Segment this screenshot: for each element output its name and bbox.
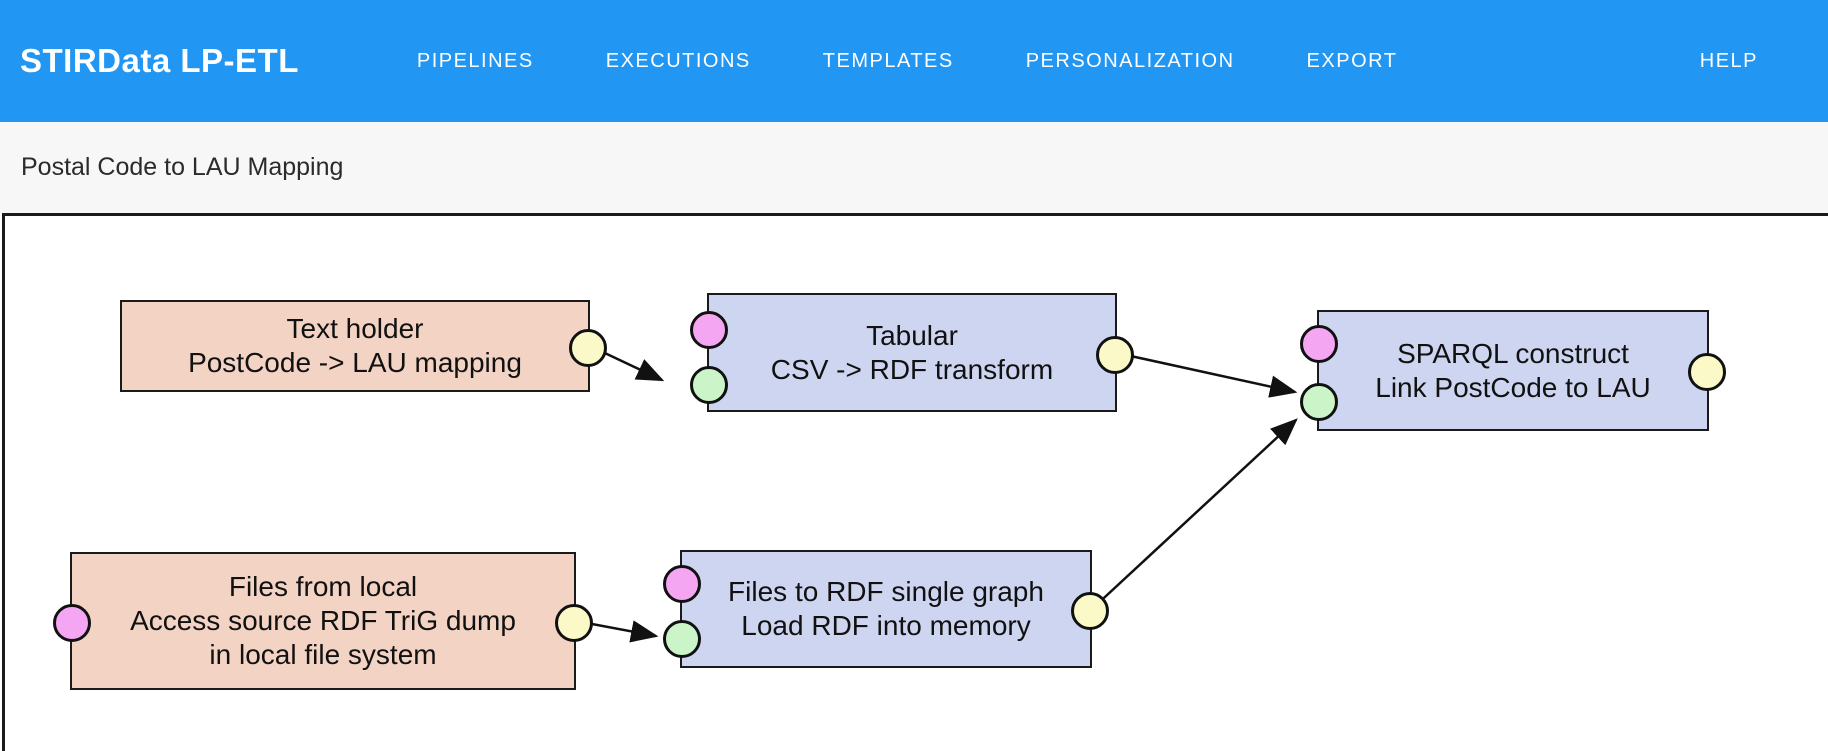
nav-item-pipelines[interactable]: PIPELINES — [416, 49, 534, 72]
node-files-from-local[interactable]: Files from local Access source RDF TriG … — [53, 552, 593, 690]
output-port-icon[interactable] — [1096, 336, 1134, 374]
config-port-icon[interactable] — [53, 604, 91, 642]
nav-item-help[interactable]: HELP — [1699, 49, 1758, 72]
node-label-line1: Access source RDF TriG dump — [130, 605, 516, 636]
output-port-icon[interactable] — [1071, 592, 1109, 630]
nav-item-export[interactable]: EXPORT — [1306, 49, 1398, 72]
output-port-icon[interactable] — [555, 604, 593, 642]
node-sparql-construct[interactable]: SPARQL construct Link PostCode to LAU — [1300, 310, 1726, 431]
nav-item-personalization[interactable]: PERSONALIZATION — [1025, 49, 1235, 72]
output-port-icon[interactable] — [569, 329, 607, 367]
top-navbar: STIRData LP-ETL PIPELINES EXECUTIONS TEM… — [0, 0, 1828, 122]
node-files-to-rdf[interactable]: Files to RDF single graph Load RDF into … — [663, 550, 1109, 668]
nav-item-executions[interactable]: EXECUTIONS — [605, 49, 751, 72]
node-tabular[interactable]: Tabular CSV -> RDF transform — [690, 293, 1134, 412]
node-template-name: Text holder — [286, 313, 424, 344]
node-template-name: Files to RDF single graph — [728, 576, 1044, 607]
pipeline-canvas[interactable]: Text holder PostCode -> LAU mapping Tabu… — [2, 213, 1828, 751]
pipeline-header: Postal Code to LAU Mapping — [0, 122, 1828, 213]
node-label: PostCode -> LAU mapping — [188, 347, 522, 378]
input-port-icon[interactable] — [690, 366, 728, 404]
config-port-icon[interactable] — [1300, 325, 1338, 363]
edge-tabular-to-sparql[interactable] — [1116, 351, 1298, 398]
nav-item-templates[interactable]: TEMPLATES — [822, 49, 954, 72]
node-label: CSV -> RDF transform — [770, 353, 1054, 385]
edge-filestordf-to-sparql[interactable] — [1091, 418, 1298, 610]
node-label: Link PostCode to LAU — [1375, 371, 1651, 403]
node-text-holder[interactable]: Text holder PostCode -> LAU mapping — [120, 300, 607, 392]
node-label-line2: in local file system — [209, 639, 437, 670]
input-port-icon[interactable] — [663, 620, 701, 658]
app-brand[interactable]: STIRData LP-ETL — [20, 42, 299, 79]
main-menu: PIPELINES EXECUTIONS TEMPLATES PERSONALI… — [417, 50, 1828, 73]
node-template-name: Tabular — [866, 319, 958, 351]
config-port-icon[interactable] — [690, 311, 728, 349]
node-label: Load RDF into memory — [741, 610, 1031, 641]
page-title: Postal Code to LAU Mapping — [21, 153, 344, 181]
node-template-name: SPARQL construct — [1397, 337, 1629, 369]
input-port-icon[interactable] — [1300, 383, 1338, 421]
output-port-icon[interactable] — [1688, 353, 1726, 391]
config-port-icon[interactable] — [663, 565, 701, 603]
node-template-name: Files from local — [228, 571, 418, 602]
